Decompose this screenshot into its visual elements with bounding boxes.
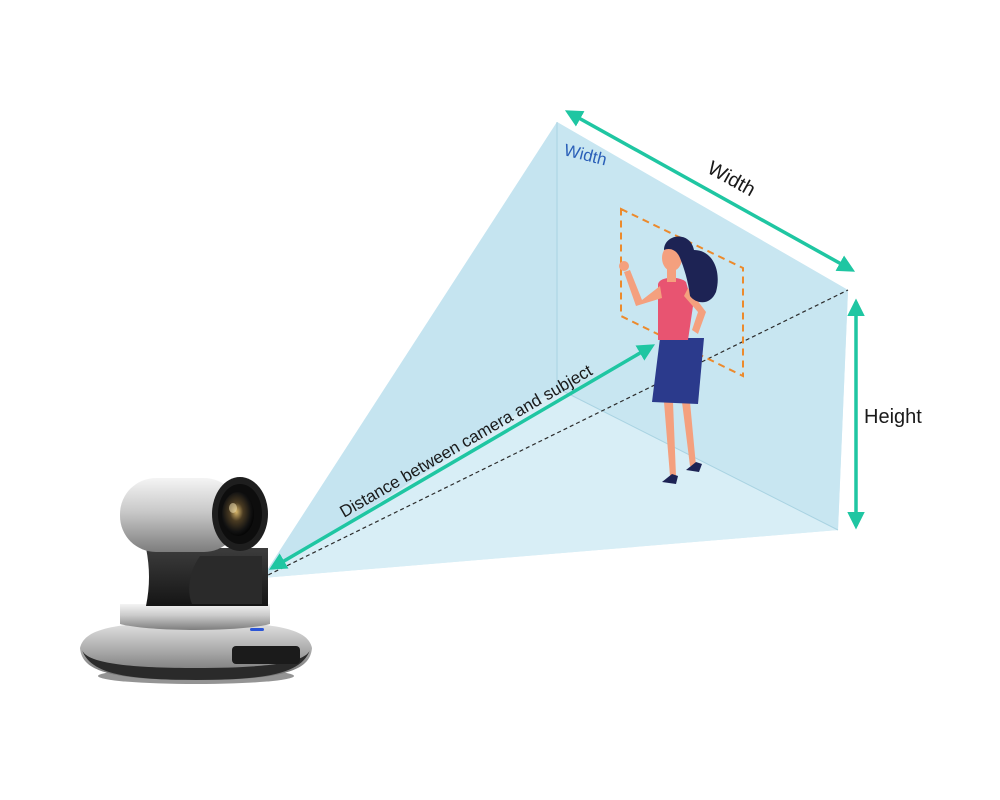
height-label: Height <box>864 406 922 428</box>
width-arrow <box>564 110 856 272</box>
distance-arrow <box>268 344 656 570</box>
width-label: Width <box>704 157 759 201</box>
ptz-camera-icon <box>80 477 312 684</box>
